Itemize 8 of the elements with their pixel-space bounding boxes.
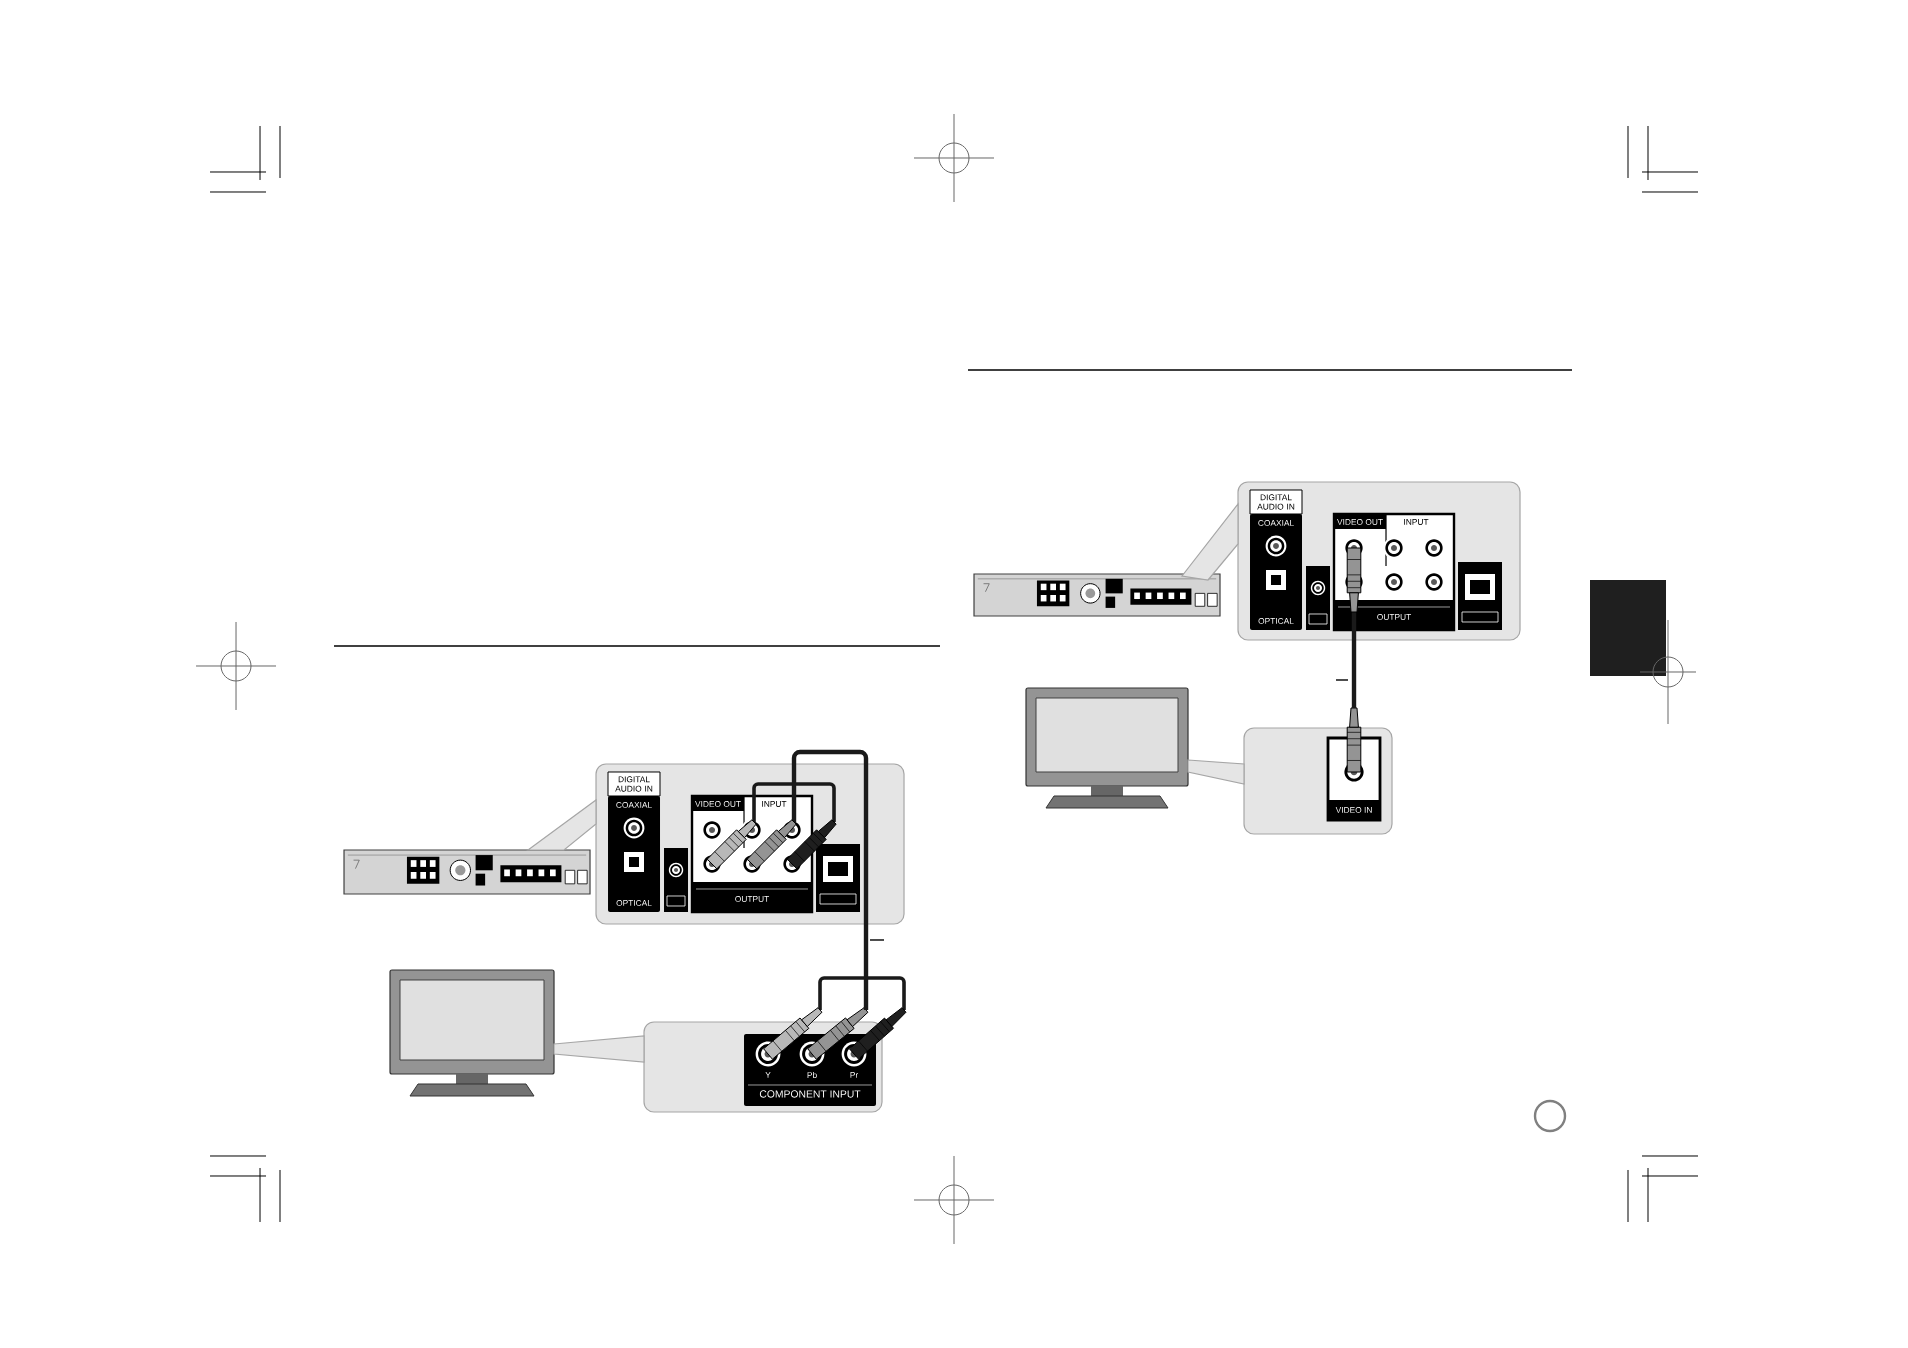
player-drawing [973,573,1221,617]
cable [1351,640,1357,708]
tv-drawing [389,969,555,1097]
tv-drawing [1025,687,1189,809]
callout-wedge [1187,759,1245,785]
callout-wedge [553,1035,645,1063]
player-drawing [343,849,591,895]
cable [791,749,869,1010]
